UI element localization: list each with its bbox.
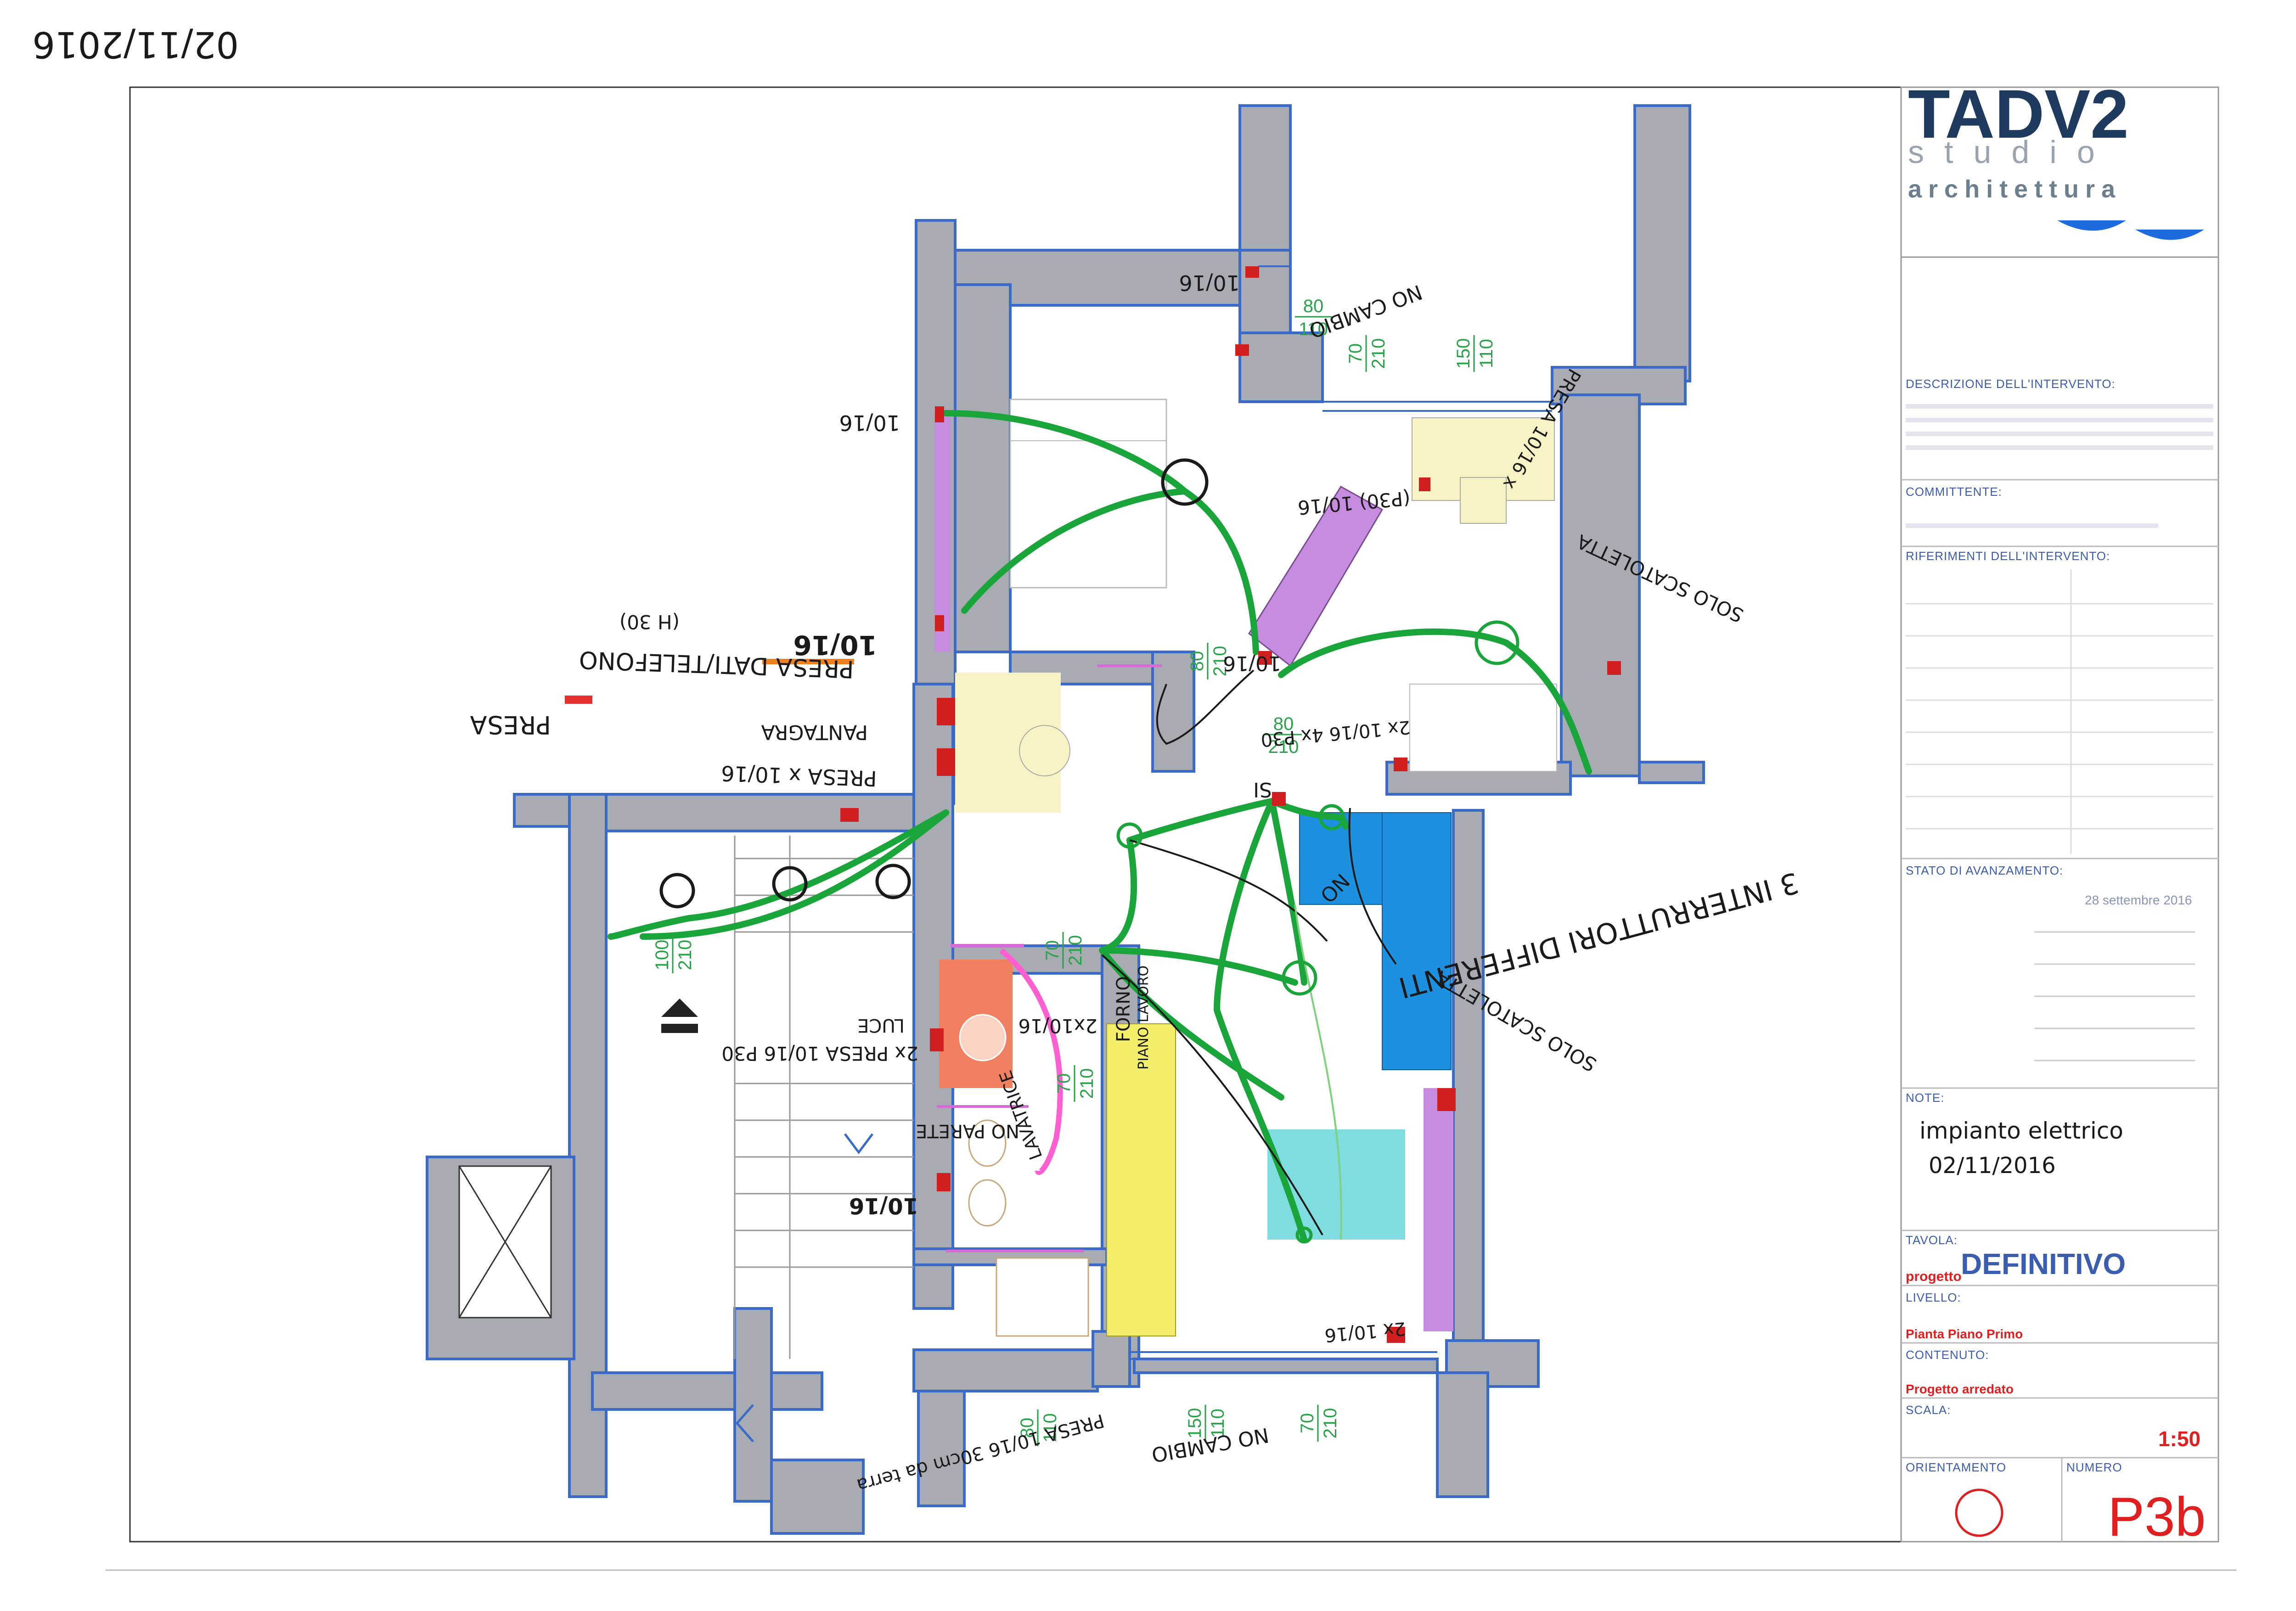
faded-text-lines bbox=[1906, 404, 2213, 450]
dim-top: 150 bbox=[1453, 338, 1474, 369]
dim-bot: 210 bbox=[1210, 646, 1230, 677]
logo-waves-icon bbox=[2057, 220, 2204, 240]
socket-markers bbox=[840, 266, 1621, 1343]
note: PRESA bbox=[470, 710, 551, 739]
scala-label: SCALA: bbox=[1906, 1403, 1951, 1417]
dim-top: 150 bbox=[1185, 1408, 1205, 1439]
note: NO PARETE bbox=[916, 1120, 1019, 1141]
note: PIANO LAVORO bbox=[1136, 965, 1152, 1070]
orientamento-label: ORIENTAMENTO bbox=[1906, 1460, 2006, 1474]
note: PRESA 10/16 30cm da terra bbox=[855, 1409, 1107, 1496]
note: 2x PRESA 10/16 P30 bbox=[721, 1042, 918, 1065]
logo-title: TADV2 bbox=[1908, 75, 2129, 152]
dim-bot: 110 bbox=[1299, 319, 1328, 339]
note: (P30) 10/16 bbox=[1297, 487, 1411, 519]
logo-tagline: architettura bbox=[1908, 175, 2122, 203]
light-fixtures bbox=[659, 458, 1519, 1244]
north-circle-icon bbox=[1955, 1488, 2003, 1537]
dim-top: 80 bbox=[1303, 296, 1324, 316]
dim-top: 70 bbox=[1297, 1413, 1317, 1434]
note: NO CAMBIO bbox=[1306, 280, 1425, 342]
stair-arrow-icon bbox=[735, 1404, 754, 1443]
stairs bbox=[734, 836, 914, 1359]
note: LUCE bbox=[857, 1015, 905, 1036]
dim-top: 70 bbox=[1345, 343, 1366, 364]
committente-label: COMMITTENTE: bbox=[1906, 485, 2002, 499]
stato-grid bbox=[2034, 931, 2195, 1061]
note: 2x10/16 bbox=[1018, 1015, 1097, 1037]
dim-bot: 210 bbox=[1077, 1068, 1097, 1099]
note-label: NOTE: bbox=[1906, 1091, 1944, 1105]
progetto-label: progetto bbox=[1906, 1269, 1962, 1284]
note: 10/16 bbox=[839, 410, 900, 435]
dim-bot: 210 bbox=[1268, 737, 1299, 757]
header-date: 02/11/2016 bbox=[32, 23, 239, 65]
dim-bot: 110 bbox=[1040, 1413, 1060, 1443]
dim-bot: 210 bbox=[1065, 935, 1086, 966]
livello-value: Pianta Piano Primo bbox=[1906, 1327, 2023, 1341]
windows bbox=[1130, 265, 1552, 1360]
dim-bot: 210 bbox=[1368, 338, 1389, 369]
stair-arrow-icon bbox=[844, 1133, 873, 1155]
dim-top: 100 bbox=[652, 940, 672, 971]
highlight-mark bbox=[565, 696, 592, 704]
progetto-value: DEFINITIVO bbox=[1961, 1247, 2126, 1280]
dim-top: 80 bbox=[1187, 651, 1207, 672]
contenuto-value: Progetto arredato bbox=[1906, 1382, 2014, 1396]
tavola-label: TAVOLA: bbox=[1906, 1233, 1958, 1247]
note: 10/16 bbox=[793, 629, 877, 661]
note-handwritten-date: 02/11/2016 bbox=[1929, 1153, 2056, 1179]
dim-top: 70 bbox=[1042, 940, 1063, 961]
descrizione-label: DESCRIZIONE DELL'INTERVENTO: bbox=[1906, 377, 2116, 391]
note-handwritten: impianto elettrico bbox=[1919, 1117, 2123, 1144]
dim-bot: 110 bbox=[1208, 1409, 1228, 1438]
title-block: TADV2 studio architettura DESCRIZIONE DE… bbox=[1900, 75, 2219, 1548]
dim-bot: 110 bbox=[1476, 339, 1497, 368]
note: SI bbox=[1253, 778, 1272, 801]
contenuto-label: CONTENUTO: bbox=[1906, 1348, 1989, 1362]
riferimenti-label: RIFERIMENTI DELL'INTERVENTO: bbox=[1906, 549, 2110, 563]
numero-value: P3b bbox=[2108, 1486, 2206, 1548]
dim-top: 80 bbox=[1017, 1418, 1037, 1438]
bathroom-wire bbox=[999, 948, 1063, 1175]
livello-label: LIVELLO: bbox=[1906, 1291, 1961, 1304]
note: 10/16 bbox=[1223, 651, 1281, 675]
note: FORNO bbox=[1113, 976, 1134, 1042]
dim-top: 70 bbox=[1054, 1073, 1074, 1094]
lift-up-icon bbox=[661, 999, 698, 1033]
dim-bot: 210 bbox=[1320, 1408, 1340, 1439]
stato-label: STATO DI AVANZAMENTO: bbox=[1906, 864, 2063, 877]
stato-date: 28 settembre 2016 bbox=[2085, 893, 2192, 907]
note: PANTAGRA bbox=[761, 720, 868, 744]
dim-top: 80 bbox=[1273, 714, 1294, 734]
dim-bot: 210 bbox=[675, 940, 695, 971]
note: (H 30) bbox=[619, 611, 680, 633]
logo-subtitle: studio bbox=[1908, 134, 2115, 170]
lift-shaft bbox=[426, 1156, 575, 1360]
note: 10/16 bbox=[1179, 270, 1240, 295]
highlight-mark bbox=[762, 659, 854, 664]
note: 10/16 bbox=[849, 1193, 918, 1218]
note: PRESA x 10/16 bbox=[720, 761, 877, 791]
riferimenti-grid bbox=[1906, 569, 2213, 854]
scala-value: 1:50 bbox=[2158, 1427, 2200, 1451]
wiring-thin bbox=[1101, 669, 1397, 1240]
numero-label: NUMERO bbox=[2066, 1460, 2122, 1474]
furniture bbox=[934, 399, 1557, 1337]
